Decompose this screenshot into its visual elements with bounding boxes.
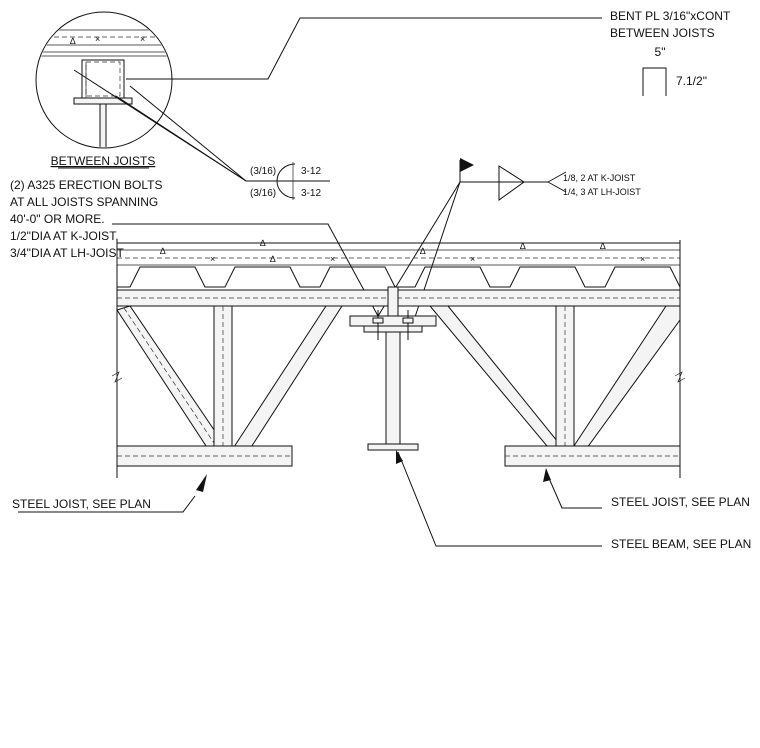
weld-top-length: 3-12 (301, 166, 321, 177)
svg-text:40'-0" OR MORE.: 40'-0" OR MORE. (10, 212, 105, 226)
bent-plate-note-line1: BENT PL 3/16"xCONT (610, 9, 731, 23)
svg-text:(2) A325 ERECTION BOLTS: (2) A325 ERECTION BOLTS (10, 178, 163, 192)
beam-label: STEEL BEAM, SEE PLAN (611, 537, 751, 551)
svg-text:∆: ∆ (160, 246, 166, 256)
svg-text:∆: ∆ (260, 238, 266, 248)
left-joist-label: STEEL JOIST, SEE PLAN (12, 497, 151, 511)
svg-text:∆: ∆ (420, 246, 426, 256)
weld-symbol-left: (3/16) 3-12 (3/16) 3-12 (73, 69, 330, 200)
left-steel-joist (116, 305, 343, 467)
svg-text:∆: ∆ (520, 241, 526, 251)
bent-plate-leader (126, 17, 602, 80)
right-steel-joist (428, 305, 681, 467)
field-weld-symbol: 1/8, 2 AT K-JOIST 1/4, 3 AT LH-JOIST (371, 158, 641, 327)
svg-text:×: × (210, 254, 215, 264)
beam-leader (397, 451, 602, 547)
svg-text:×: × (95, 34, 100, 44)
weld-bottom-length: 3-12 (301, 188, 321, 199)
svg-text:3/4"DIA AT LH-JOIST: 3/4"DIA AT LH-JOIST (10, 246, 125, 260)
detail-title: BETWEEN JOISTS (51, 154, 156, 168)
svg-text:∆: ∆ (270, 254, 276, 264)
svg-text:×: × (140, 34, 145, 44)
svg-text:∆: ∆ (70, 36, 76, 46)
svg-text:AT ALL JOISTS SPANNING: AT ALL JOISTS SPANNING (10, 195, 158, 209)
plate-dimension-width: 5" (655, 45, 666, 59)
between-joists-detail-bubble: ∆ × × BETWEEN JOISTS (35, 11, 173, 169)
weld-top-size: (3/16) (250, 166, 276, 177)
svg-text:×: × (470, 254, 475, 264)
left-joist-leader (18, 495, 196, 513)
svg-text:∆: ∆ (600, 241, 606, 251)
bent-plate-profile (642, 67, 667, 96)
bent-plate-note-line2: BETWEEN JOISTS (610, 26, 715, 40)
erection-bolt-note: (2) A325 ERECTION BOLTS AT ALL JOISTS SP… (10, 178, 379, 317)
weld-note-line1: 1/8, 2 AT K-JOIST (563, 173, 636, 183)
central-steel-beam (349, 286, 437, 451)
svg-text:×: × (640, 254, 645, 264)
plate-dimension-height: 7.1/2" (676, 74, 707, 88)
svg-text:×: × (330, 254, 335, 264)
svg-text:1/2"DIA AT K-JOIST,: 1/2"DIA AT K-JOIST, (10, 229, 119, 243)
weld-note-line2: 1/4, 3 AT LH-JOIST (563, 187, 641, 197)
weld-bottom-size: (3/16) (250, 188, 276, 199)
right-joist-label: STEEL JOIST, SEE PLAN (611, 495, 750, 509)
right-joist-leader (547, 475, 602, 509)
